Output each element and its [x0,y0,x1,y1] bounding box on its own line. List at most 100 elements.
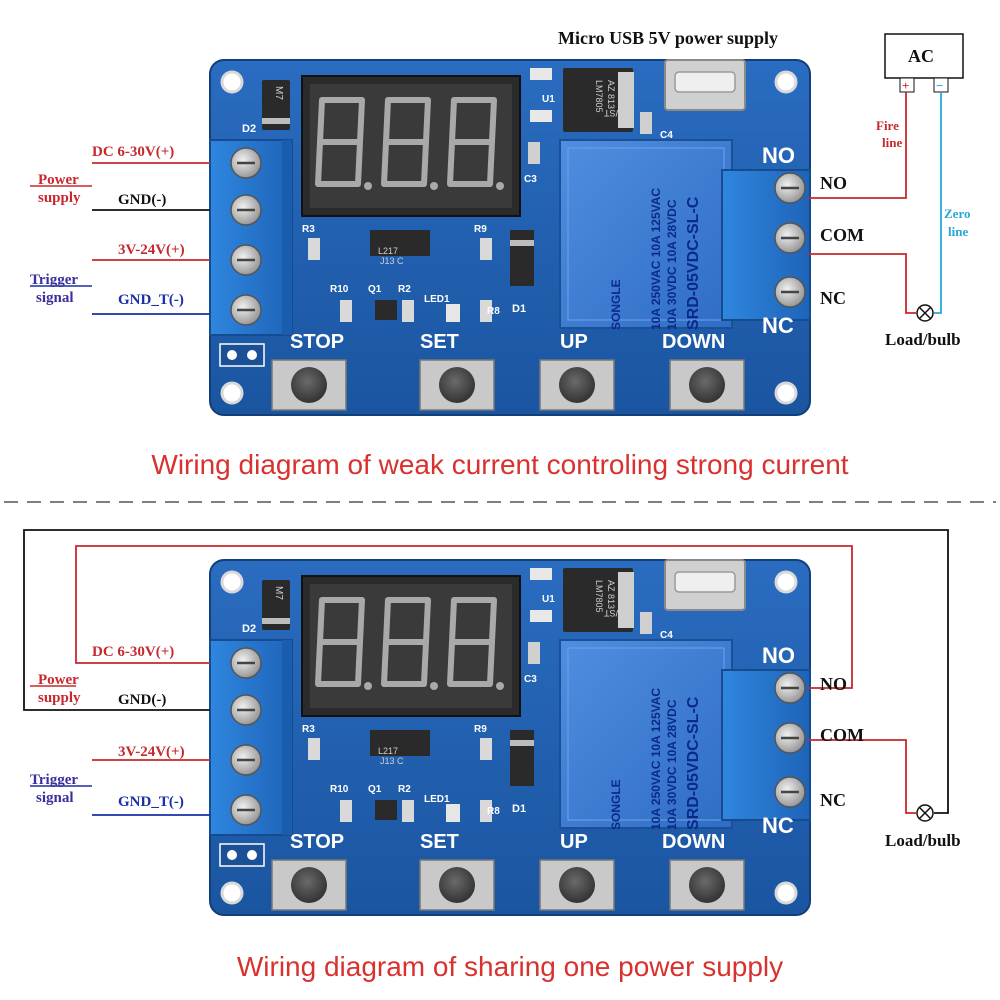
chip-l217-1: L217 [378,246,398,256]
nc-label-1: NC [820,288,846,308]
fire-line-label: Fire [876,118,899,133]
fire-line-label-2: line [882,135,902,150]
v-label-1: 3V-24V(+) [118,242,185,258]
load-bulb-label-1: Load/bulb [885,330,961,349]
no-label-2: NO [820,674,847,694]
ac-minus: − [936,78,943,93]
trigger-label-2b: signal [36,790,74,806]
silk-d1-1: D1 [512,303,526,315]
com-label-1: COM [820,225,864,245]
silk-stop-1: STOP [290,331,344,353]
zero-wire [934,92,942,314]
vreg-label-2b: AZ 813 [606,580,616,609]
power-supply-label-2: Power [38,672,79,688]
ac-source-box [884,33,964,79]
caption-1: Wiring diagram of weak current controlin… [151,449,848,480]
v-label-2: 3V-24V(+) [118,744,185,760]
com-label-2: COM [820,725,864,745]
shared-power-wire [75,545,853,689]
load-bulb-label-2: Load/bulb [885,831,961,850]
relay-module-board-2 [210,560,810,915]
silk-d1-2: D1 [512,803,526,815]
silk-no-1: NO [762,143,795,168]
silk-c3-2: C3 [524,674,537,685]
vreg-label-1b: AZ 813 [606,80,616,109]
silk-down-2: DOWN [662,831,725,853]
com-wire [808,253,916,314]
micro-usb-label: Micro USB 5V power supply [558,28,778,48]
fire-wire [808,92,907,199]
ac-label: AC [908,46,934,66]
relay-spec1-2: 10A 250VAC 10A 125VAC [649,688,663,830]
silk-d2-1: D2 [242,123,256,135]
diagram-1: Micro USB 5V power supply NO NC STOP SET… [30,28,970,480]
silk-r8-1: R8 [487,306,500,317]
silk-u1-1: U1 [542,94,555,105]
gnd-t-label-2: GND_T(-) [118,794,184,810]
relay-spec1-1: 10A 250VAC 10A 125VAC [649,188,663,330]
shared-gnd-wire [23,529,949,814]
chip-j13c-2: J13 C [380,756,404,766]
silk-r9-2: R9 [474,724,487,735]
silk-no-2: NO [762,643,795,668]
zero-line-label-2: line [948,224,968,239]
silk-r2-2: R2 [398,784,411,795]
no-label-1: NO [820,173,847,193]
relay-module-board-1 [210,60,810,415]
trigger-label-2: Trigger [30,772,78,788]
silk-r3-2: R3 [302,724,315,735]
gnd-t-label-1: GND_T(-) [118,292,184,308]
dc-label-2: DC 6-30V(+) [92,644,174,660]
chip-m7-2: M7 [273,586,284,600]
ac-plus: + [902,78,909,93]
chip-j13c-1: J13 C [380,256,404,266]
silk-c4-1: C4 [660,130,673,141]
nc-label-2: NC [820,790,846,810]
relay-spec2-2: 10A 30VDC 10A 28VDC [665,699,679,830]
vreg-label-1a: LM7805 [594,80,604,113]
relay-spec2-1: 10A 30VDC 10A 28VDC [665,199,679,330]
relay-model-2: SRD-05VDC-SL-C [685,696,702,830]
silk-d2-2: D2 [242,623,256,635]
chip-l217-2: L217 [378,746,398,756]
silk-up-2: UP [560,831,588,853]
com-wire-2 [808,739,916,814]
silk-set-1: SET [420,331,459,353]
silk-stop-2: STOP [290,831,344,853]
silk-c4-2: C4 [660,630,673,641]
power-supply-label-1b: supply [38,190,81,206]
trigger-label-1b: signal [36,290,74,306]
silk-r2-1: R2 [398,284,411,295]
chip-m7-1: M7 [273,86,284,100]
relay-model-1: SRD-05VDC-SL-C [685,196,702,330]
silk-q1-2: Q1 [368,784,382,795]
silk-up-1: UP [560,331,588,353]
vreg-label-2a: LM7805 [594,580,604,613]
silk-nc-1: NC [762,313,794,338]
relay-brand-2: SONGLE [609,779,623,830]
silk-down-1: DOWN [662,331,725,353]
silk-r10-1: R10 [330,284,349,295]
power-supply-label-2b: supply [38,690,81,706]
silk-set-2: SET [420,831,459,853]
diagram-2: NO NC STOP SET UP DOWN D2 D1 C3 C4 U1 R3… [23,529,961,982]
silk-q1-1: Q1 [368,284,382,295]
gnd-label-2: GND(-) [118,692,166,708]
silk-r9-1: R9 [474,224,487,235]
silk-r8-2: R8 [487,806,500,817]
trigger-label-1: Trigger [30,272,78,288]
power-supply-label-1: Power [38,172,79,188]
silk-led1-1: LED1 [424,294,450,305]
silk-u1-2: U1 [542,594,555,605]
zero-line-label: Zero [944,206,970,221]
silk-r3-1: R3 [302,224,315,235]
silk-nc-2: NC [762,813,794,838]
caption-2: Wiring diagram of sharing one power supp… [237,951,783,982]
silk-led1-2: LED1 [424,794,450,805]
silk-r10-2: R10 [330,784,349,795]
relay-brand-1: SONGLE [609,279,623,330]
gnd-label-1: GND(-) [118,192,166,208]
silk-c3-1: C3 [524,174,537,185]
dc-label-1: DC 6-30V(+) [92,144,174,160]
